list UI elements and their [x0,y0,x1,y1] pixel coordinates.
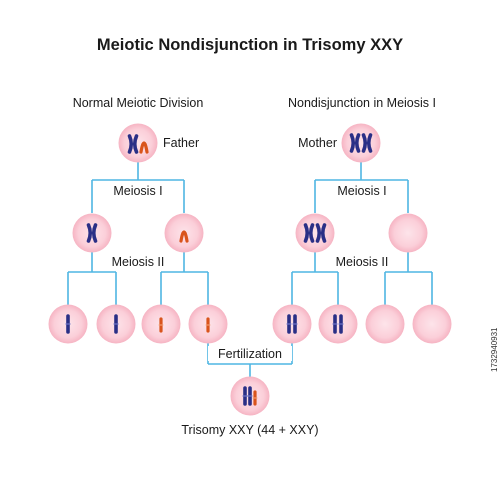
chromatid-icon [336,314,346,334]
left-gamete-y-2 [188,304,228,344]
chromatid-icon [330,314,340,334]
left-meiosis1-cell-y [164,213,204,253]
chromatid-icon [245,386,255,406]
zygote-cell [230,376,270,416]
right-meiosis-2-label: Meiosis II [336,255,389,269]
left-meiosis-1-label: Meiosis I [113,184,162,198]
chromatid-icon [111,314,121,334]
left-meiosis-2-label: Meiosis II [112,255,165,269]
chromatid-icon [63,314,73,334]
right-meiosis1-cell-xx [295,213,335,253]
right-panel-heading: Nondisjunction in Meiosis I [288,96,436,110]
left-gamete-y-1 [141,304,181,344]
left-panel-heading: Normal Meiotic Division [73,96,204,110]
right-gamete-empty-1 [365,304,405,344]
left-gamete-x-1 [48,304,88,344]
left-meiosis1-cell-x [72,213,112,253]
left-gamete-x-2 [96,304,136,344]
mother-cell [341,123,381,163]
mother-label: Mother [298,136,337,150]
right-gamete-empty-2 [412,304,452,344]
right-meiosis-1-label: Meiosis I [337,184,386,198]
result-label: Trisomy XXY (44 + XXY) [181,423,318,437]
diagram-title: Meiotic Nondisjunction in Trisomy XXY [97,36,403,54]
right-gamete-xx-2 [318,304,358,344]
chromatid-icon [290,314,300,334]
stock-id: 1732940931 [490,327,499,373]
chromatid-icon [284,314,294,334]
chromatid-icon [240,386,250,406]
right-meiosis1-cell-empty [388,213,428,253]
father-cell [118,123,158,163]
connector-lines [67,162,433,377]
right-gamete-xx-1 [272,304,312,344]
fertilization-label: Fertilization [218,347,282,361]
father-label: Father [163,136,199,150]
